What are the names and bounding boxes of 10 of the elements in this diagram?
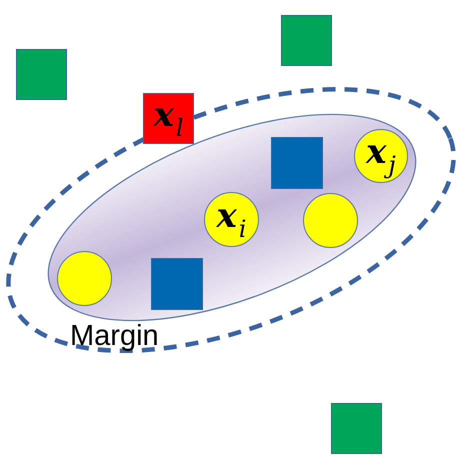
math-label: x$_{l}$	[154, 98, 184, 140]
data-point-square	[143, 93, 194, 144]
margin-label: Margin	[70, 322, 159, 351]
data-point-square	[16, 49, 67, 100]
data-point-square	[271, 137, 323, 189]
data-point-square	[281, 15, 332, 66]
data-point-square	[331, 403, 382, 454]
math-label: x$_{i}$	[216, 198, 246, 240]
math-label: x$_{j}$	[366, 135, 396, 177]
data-point-square	[151, 258, 203, 310]
